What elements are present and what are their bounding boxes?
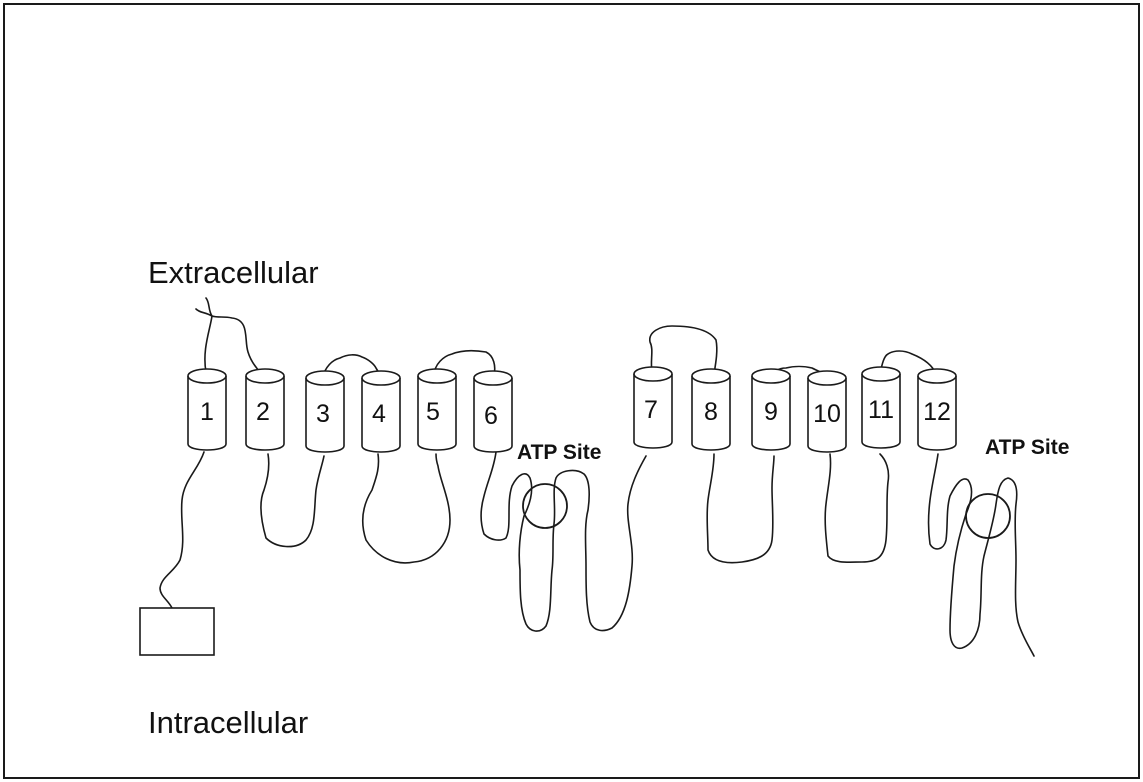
helix: 6 <box>474 371 512 452</box>
atp-site-label: ATP Site <box>517 441 601 464</box>
helix: 7 <box>634 367 672 448</box>
helix-number: 5 <box>426 398 440 426</box>
helix: 9 <box>752 369 790 450</box>
extracellular-label: Extracellular <box>148 255 319 290</box>
intracellular-loops <box>160 452 1034 656</box>
helix-number: 3 <box>316 400 330 428</box>
n-terminal-tail <box>160 452 204 608</box>
frame-border <box>4 4 1139 778</box>
helix-number: 2 <box>256 398 270 426</box>
helix-number: 10 <box>813 400 841 428</box>
helix: 8 <box>692 369 730 450</box>
loop-4-5 <box>363 454 450 563</box>
loop-8-9 <box>707 454 774 563</box>
helix-number: 12 <box>923 398 951 426</box>
helix: 5 <box>418 369 456 450</box>
transmembrane-helices: 1 2 3 4 5 6 7 <box>188 367 956 452</box>
intracellular-label: Intracellular <box>148 705 308 740</box>
loop-6-atp-domain-1 <box>481 452 646 631</box>
loop-1-2 <box>196 298 262 374</box>
helix: 4 <box>362 371 400 452</box>
helix-number: 1 <box>200 398 214 426</box>
atp-site-label: ATP Site <box>985 436 1069 459</box>
loop-2-3 <box>261 454 324 547</box>
helix: 10 <box>808 371 846 452</box>
atp-site-circle <box>523 484 567 528</box>
helix-number: 4 <box>372 400 386 428</box>
helix-number: 6 <box>484 402 498 430</box>
loop-12-atp-domain-2 <box>929 454 1035 656</box>
helix-number: 11 <box>868 396 894 424</box>
loop-10-11 <box>825 454 888 562</box>
extracellular-loops <box>196 298 936 378</box>
helix: 12 <box>918 369 956 450</box>
atp-site-circle <box>966 494 1010 538</box>
helix: 11 <box>862 367 900 448</box>
n-terminal-domain-box <box>140 608 214 655</box>
helix-number: 7 <box>644 396 658 424</box>
helix: 1 <box>188 369 226 450</box>
helix-number: 9 <box>764 398 778 426</box>
helix: 2 <box>246 369 284 450</box>
helix-number: 8 <box>704 398 718 426</box>
helix: 3 <box>306 371 344 452</box>
